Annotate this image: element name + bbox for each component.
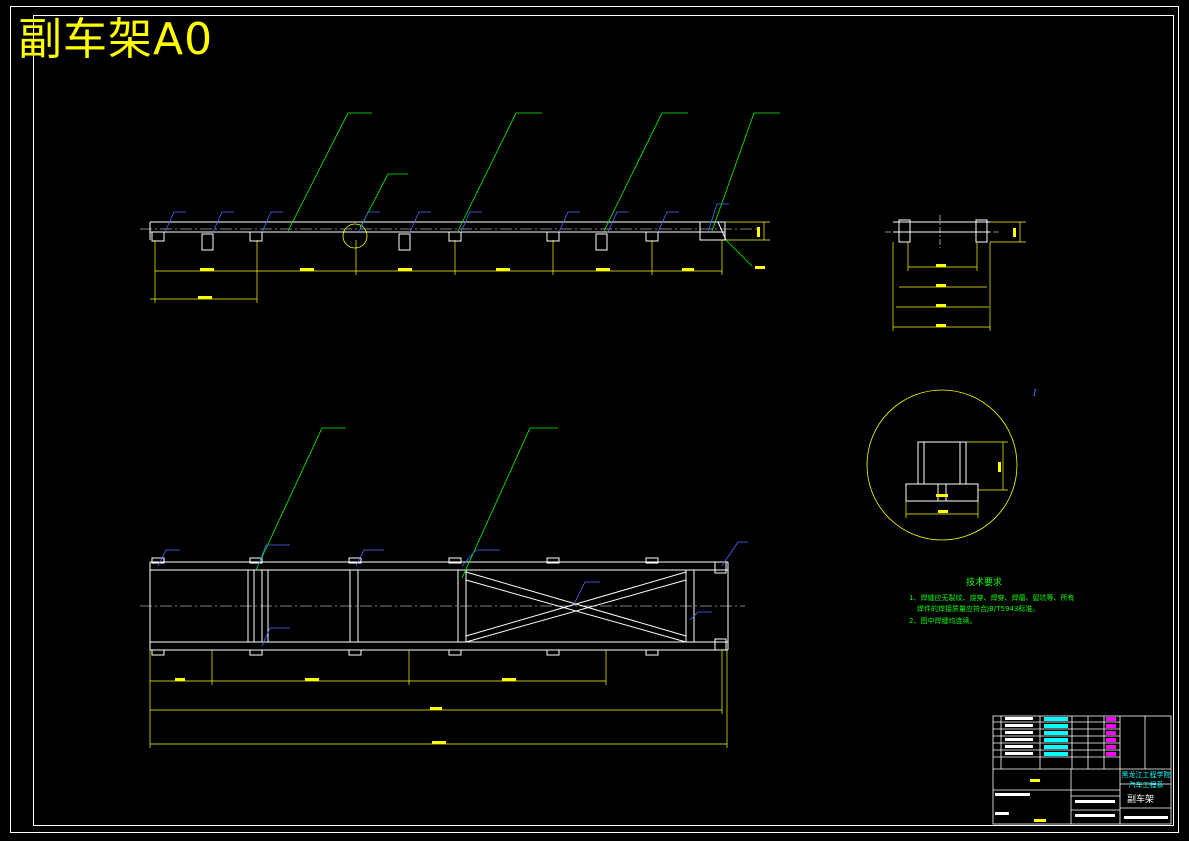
organization-line: 黑龙江工程学院 <box>1121 771 1171 779</box>
title-block-fills <box>995 717 1168 822</box>
outer-border <box>10 6 1179 833</box>
plan-leaders <box>255 427 558 579</box>
plan-dimensions <box>149 650 728 748</box>
end-view-dim-text <box>936 228 1016 327</box>
detail-view <box>866 389 1018 541</box>
detail-view-label: I <box>1033 389 1037 399</box>
end-view <box>885 215 1000 248</box>
elevation-view <box>140 221 760 251</box>
drawing-title: 副车架A0 <box>18 14 214 65</box>
inner-border <box>33 15 1174 826</box>
end-view-dimensions <box>892 221 1026 331</box>
tech-requirement-line: 2、图中焊缝均连续。 <box>909 617 977 625</box>
title-block <box>992 715 1172 825</box>
tech-requirements-heading: 技术要求 <box>966 578 1003 588</box>
elevation-dimensions <box>150 221 770 303</box>
title-block-organization: 黑龙江工程学院 汽车工程系 <box>1119 770 1173 790</box>
organization-line: 汽车工程系 <box>1128 781 1164 789</box>
plan-small-leaders <box>157 541 748 647</box>
tech-requirement-line: 1、焊缝应无裂纹、烧穿、焊穿、焊瘤、弧坑等、所有 <box>909 594 1075 602</box>
elevation-dim-text <box>198 227 765 299</box>
plan-dim-text <box>175 678 516 744</box>
title-block-part-name: 副车架 <box>1127 795 1155 805</box>
tech-requirement-line: 焊件的焊接质量应符合JB/T5943标准。 <box>917 605 1040 613</box>
elevation-small-leaders <box>164 203 729 233</box>
elevation-leaders <box>287 112 780 267</box>
plan-view <box>140 557 745 656</box>
